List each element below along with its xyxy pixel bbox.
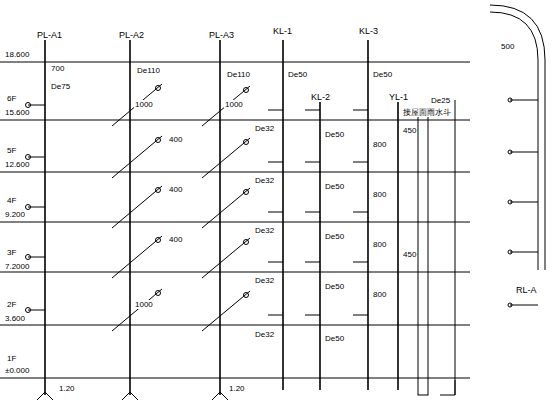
riser-tag: KL-2	[310, 92, 331, 102]
dimension-label: 1000	[134, 300, 154, 309]
dimension-label: De110	[136, 66, 161, 75]
dimension-label: 9.200	[4, 210, 26, 219]
dimension-label: 450	[402, 250, 417, 259]
dimension-label: De50	[324, 232, 345, 241]
dimension-label: 500	[500, 42, 515, 51]
dimension-label: De50	[324, 334, 345, 343]
dimension-label: De110	[226, 70, 251, 79]
dimension-label: 1000	[134, 100, 154, 109]
dimension-label: 1.20	[228, 384, 246, 393]
dimension-label: 3.600	[4, 314, 26, 323]
dimension-label: 3F	[6, 248, 17, 257]
dimension-label: 1000	[224, 100, 244, 109]
dimension-label: 7.2000	[4, 262, 30, 271]
dimension-label: 1.20	[58, 384, 76, 393]
floor-lines	[0, 62, 470, 378]
dimension-label: De32	[254, 276, 275, 285]
dimension-label: 400	[168, 185, 183, 194]
dimension-label: 12.600	[4, 160, 30, 169]
dimension-label: De50	[324, 282, 345, 291]
dimension-label: De50	[324, 182, 345, 191]
dimension-label: 450	[402, 126, 417, 135]
dimension-label: 800	[372, 240, 387, 249]
dimension-label: 400	[168, 235, 183, 244]
riser-tag: PL-A2	[118, 30, 145, 40]
dimension-label: De32	[254, 124, 275, 133]
dimension-label: De75	[50, 82, 71, 91]
dimension-label: 800	[372, 290, 387, 299]
riser-tag: KL-3	[358, 26, 379, 36]
dimension-label: ±0.000	[4, 366, 30, 375]
dimension-label: De25	[430, 96, 451, 105]
rain-pipe	[418, 5, 545, 395]
dimension-label: De50	[287, 70, 308, 79]
dimension-label: 18.600	[4, 50, 30, 59]
dimension-label: De32	[254, 176, 275, 185]
dimension-label: 400	[168, 135, 183, 144]
dimension-label: De32	[254, 226, 275, 235]
dimension-label: De32	[254, 330, 275, 339]
dimension-label: 5F	[6, 146, 17, 155]
dimension-label: 800	[372, 190, 387, 199]
riser-tag: KL-1	[272, 26, 293, 36]
dimension-label: 1F	[6, 354, 17, 363]
dimension-label: 4F	[6, 196, 17, 205]
riser-tag: PL-A1	[36, 30, 63, 40]
branch-pipes	[26, 84, 539, 400]
dimension-label: De50	[324, 130, 345, 139]
dimension-label: De50	[372, 70, 393, 79]
riser-tag: PL-A3	[208, 30, 235, 40]
dimension-label: 接屋面雨水斗	[402, 108, 452, 117]
riser-tag: YL-1	[388, 92, 409, 102]
dimension-label: 700	[50, 64, 65, 73]
dimension-label: 15.600	[4, 108, 30, 117]
risers	[45, 40, 398, 395]
riser-tag: RL-A	[515, 285, 538, 295]
dimension-label: 2F	[6, 300, 17, 309]
dimension-label: 800	[372, 140, 387, 149]
dimension-label: 6F	[6, 94, 17, 103]
